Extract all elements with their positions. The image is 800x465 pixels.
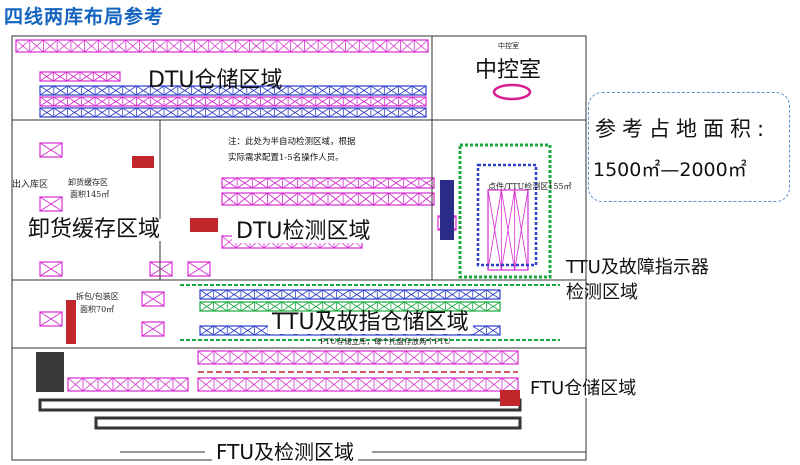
ftu-test-label: FTU及检测区域 [212, 442, 359, 462]
dtu-rack-row-top [15, 39, 429, 53]
dtu-test-row-2 [221, 192, 435, 206]
unload-area-label: 面积145㎡ [70, 190, 110, 199]
dtu-rack-row-3 [39, 96, 427, 107]
ttu-test-station [440, 180, 454, 240]
dtu-test-label: DTU检测区域 [232, 221, 375, 243]
ftu-storage-label: FTU仓储区域 [526, 380, 641, 398]
ttu-fault-test-label-line1: TTU及故障指示器 [566, 257, 709, 278]
ttu-test-zone-label: 点件/TTU检测区155㎡ [488, 182, 572, 191]
unload-box-3 [39, 261, 63, 277]
ftu-robot [500, 390, 520, 406]
dtu-test-row-1 [221, 177, 435, 189]
ttu-store-row-2 [199, 301, 501, 312]
dtu-storage-label: DTU仓储区域 [148, 68, 283, 93]
pack-zone-label: 拆包/包装区 [76, 292, 119, 301]
ttu-fault-test-label-line2: 检测区域 [566, 282, 638, 303]
ttu-store-row-1 [199, 289, 501, 300]
ftu-store-note: FTU存储立库，每个托盘存放两个FTU [320, 337, 451, 346]
unload-box-2 [39, 196, 63, 212]
control-room-tag: 中控室 [498, 42, 519, 50]
ttu-box-2 [141, 321, 165, 337]
ttu-test-loop-inner [476, 163, 538, 267]
pack-box-1 [39, 311, 63, 327]
ttu-storage-label: TTU及故指仓储区域 [268, 312, 473, 334]
inbound-label: 出入库区 [12, 180, 49, 190]
forklift-2 [190, 218, 218, 232]
ttu-test-rack [487, 189, 529, 271]
ftu-test-equipment [36, 352, 64, 392]
pack-station [66, 300, 76, 344]
unload-box-1 [39, 142, 63, 158]
dtu-rack-row-4 [39, 107, 427, 118]
unload-zone-label: 卸货缓存区 [68, 178, 108, 187]
ftu-rack-row-left [67, 377, 189, 392]
ftu-rack-row-1 [197, 350, 519, 365]
ftu-test-conveyor-1 [38, 398, 522, 412]
area-callout: 参考占地面积: 1500㎡—2000㎡ [588, 92, 790, 202]
ttu-test-loop-outer [458, 143, 552, 279]
control-room-label: 中控室 [475, 58, 542, 83]
unload-buffer-label: 卸货缓存区域 [24, 219, 165, 241]
unload-box-4 [149, 261, 173, 277]
note-mid: 实际需求配置1-5名操作人员。 [228, 153, 344, 163]
callout-line1: 参考占地面积: [595, 117, 771, 141]
ftu-test-conveyor-2 [94, 416, 522, 430]
forklift-1 [132, 156, 154, 168]
control-room-mark [492, 83, 532, 101]
dtu-rack-row-2 [39, 85, 427, 96]
callout-line2: 1500㎡—2000㎡ [593, 159, 747, 181]
note-top: 注：此处为半自动检测区域，根据 [228, 137, 356, 147]
unload-box-5 [187, 261, 211, 277]
page-title: 四线两库布局参考 [4, 6, 165, 28]
pack-area-label: 面积70㎡ [80, 305, 115, 314]
ttu-box-1 [141, 291, 165, 307]
dtu-rack-row-short [39, 71, 121, 82]
ftu-rack-row-2 [197, 377, 519, 392]
